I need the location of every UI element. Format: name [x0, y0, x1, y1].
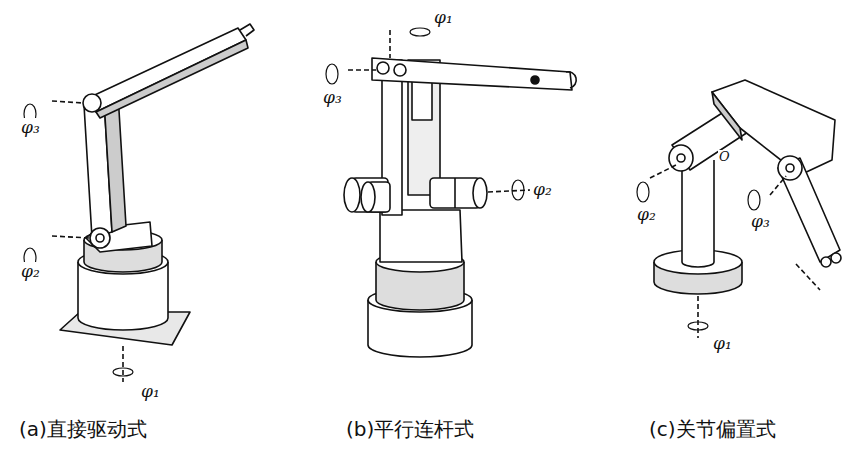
point-label: O [718, 150, 731, 164]
joint-angle-label: φ₃ [322, 88, 343, 107]
joint-angle-label: φ₁ [712, 334, 733, 353]
figure-caption: (c)关节偏置式 [648, 418, 777, 440]
joint-angle-label: φ₂ [20, 262, 41, 281]
joint-offset-arm [637, 80, 841, 338]
joint-angle-label: φ₃ [750, 212, 771, 231]
parallel-linkage-arm [326, 28, 576, 357]
joint-angle-label: φ₁ [140, 382, 161, 401]
joint-angle-label: φ₂ [532, 180, 553, 199]
joint-angle-label: φ₂ [636, 205, 657, 224]
figure-caption: (a)直接驱动式 [18, 418, 148, 440]
joint-angle-label: φ₁ [433, 8, 454, 27]
direct-drive-arm [24, 24, 254, 382]
joint-angle-label: φ₃ [20, 118, 41, 137]
figure-caption: (b)平行连杆式 [345, 418, 475, 440]
